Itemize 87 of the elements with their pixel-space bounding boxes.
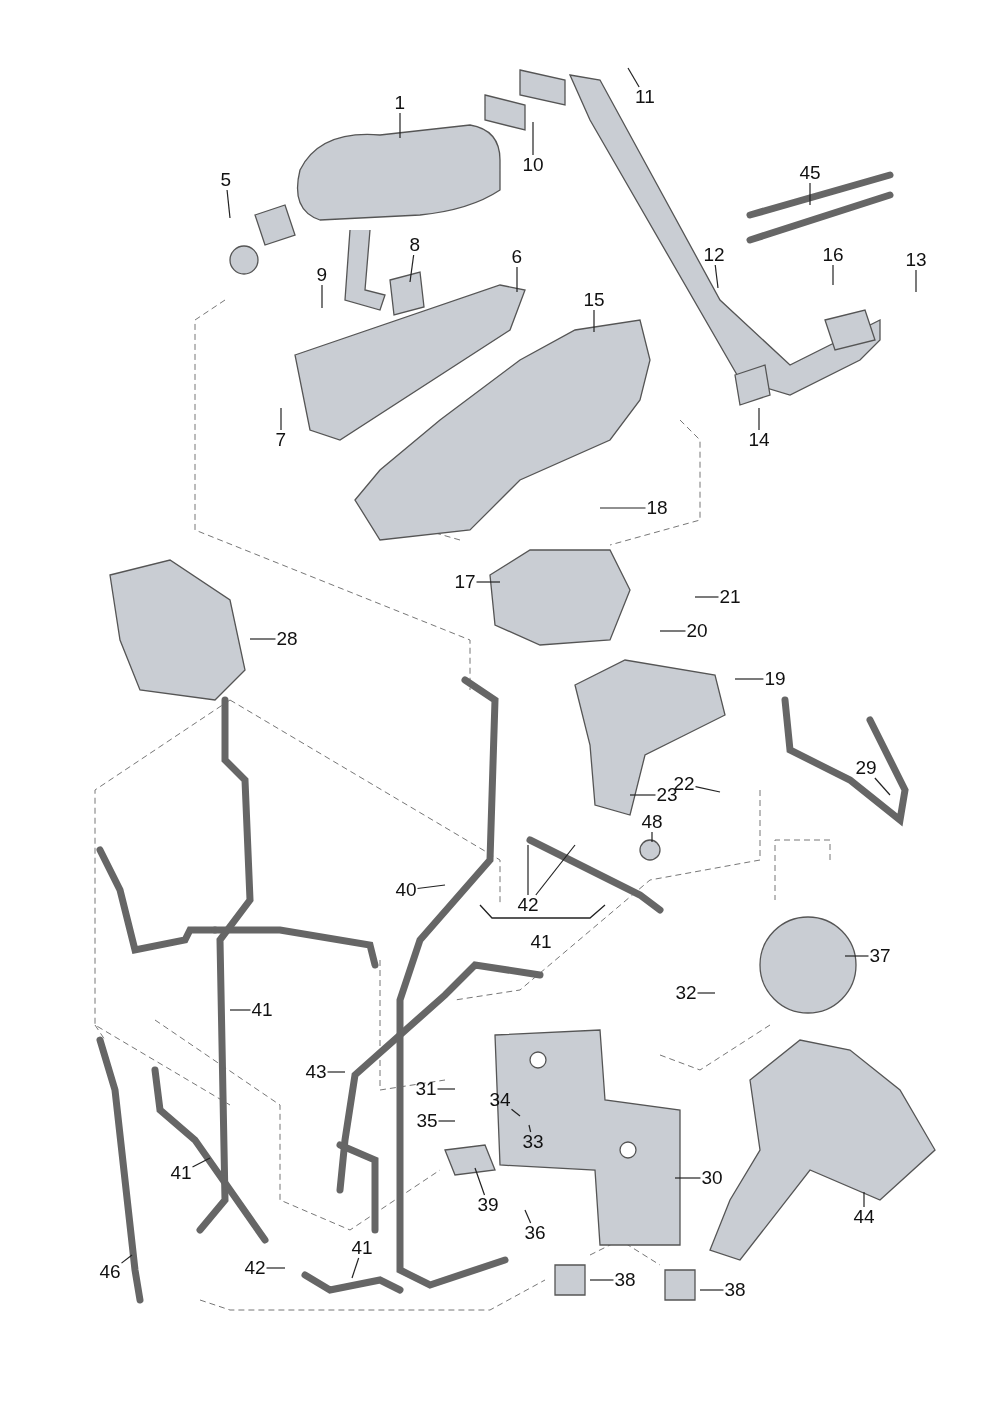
callout-number: 35 [415,1111,439,1131]
callout-number: 30 [700,1168,724,1188]
leader-line [915,269,917,293]
callout-number: 28 [275,629,299,649]
leader-line [659,630,687,632]
leader-line [436,1088,456,1090]
callout-number: 31 [414,1079,438,1099]
leader-line [599,507,647,509]
callout-number: 17 [453,572,477,592]
leader-line [593,309,595,333]
callout-number: 37 [868,946,892,966]
callout-number: 29 [854,758,878,778]
leader-line [516,266,518,293]
leader-line [280,407,282,431]
callout-number: 46 [98,1262,122,1282]
leader-line [696,992,716,994]
callout-number: 45 [798,163,822,183]
leader-line [844,955,870,957]
leader-line [416,884,446,890]
leader-line [249,638,277,640]
leader-line [651,831,653,843]
callout-number: 13 [904,250,928,270]
callout-number: 40 [394,880,418,900]
callout-number: 32 [674,983,698,1003]
callout-number: 14 [747,430,771,450]
callout-number: 42 [243,1258,267,1278]
leader-line [120,1254,133,1264]
leader-line [629,794,657,796]
leader-line [399,112,401,139]
callout-number: 15 [582,290,606,310]
callout-number: 18 [645,498,669,518]
leader-line [475,581,501,583]
leader-line [674,1177,702,1179]
leader-line [510,1108,521,1117]
leader-line [527,844,529,896]
callout-number: 38 [613,1270,637,1290]
callout-number: 12 [702,245,726,265]
leader-line [409,254,415,283]
callout-number: 7 [274,430,288,450]
callout-number: 8 [408,235,422,255]
callout-number: 6 [510,247,524,267]
leader-line [265,1267,286,1269]
leader-line [532,121,534,156]
callout-number: 1 [393,93,407,113]
callout-number: 42 [516,895,540,915]
callout-number: 41 [529,932,553,952]
leader-line [832,264,834,286]
leader-line [809,182,811,206]
leader-line [699,1289,725,1291]
callout-number: 41 [250,1000,274,1020]
leader-line [874,777,891,796]
leader-line [627,67,640,88]
callout-number: 39 [476,1195,500,1215]
leader-line [229,1009,252,1011]
callout-number: 48 [640,812,664,832]
leader-line [528,1124,532,1133]
leader-line [863,1191,865,1208]
callout-number: 20 [685,621,709,641]
callout-number: 43 [304,1062,328,1082]
leader-line [589,1279,615,1281]
callout-number: 41 [350,1238,374,1258]
callout-number: 41 [169,1163,193,1183]
leader-line [321,284,323,309]
callout-number: 11 [634,87,656,107]
leader-line [694,596,720,598]
leader-line [326,1071,346,1073]
callout-number: 21 [718,587,742,607]
callout-number: 16 [821,245,845,265]
leader-line [758,407,760,431]
callout-number: 10 [521,155,545,175]
callout-number: 36 [523,1223,547,1243]
leader-line [694,785,721,793]
leader-line [474,1167,486,1196]
leader-line [351,1257,360,1279]
callout-number: 44 [852,1207,876,1227]
leader-line [226,189,231,219]
callout-number: 33 [521,1132,545,1152]
leader-line [734,678,765,680]
callout-number: 19 [763,669,787,689]
callout-number: 38 [723,1280,747,1300]
callout-number: 9 [315,265,329,285]
leader-line [437,1120,456,1122]
leader-line [191,1157,211,1168]
leader-line [535,844,576,896]
callout-number: 5 [219,170,233,190]
leader-line [524,1209,532,1224]
leader-line [714,264,719,289]
